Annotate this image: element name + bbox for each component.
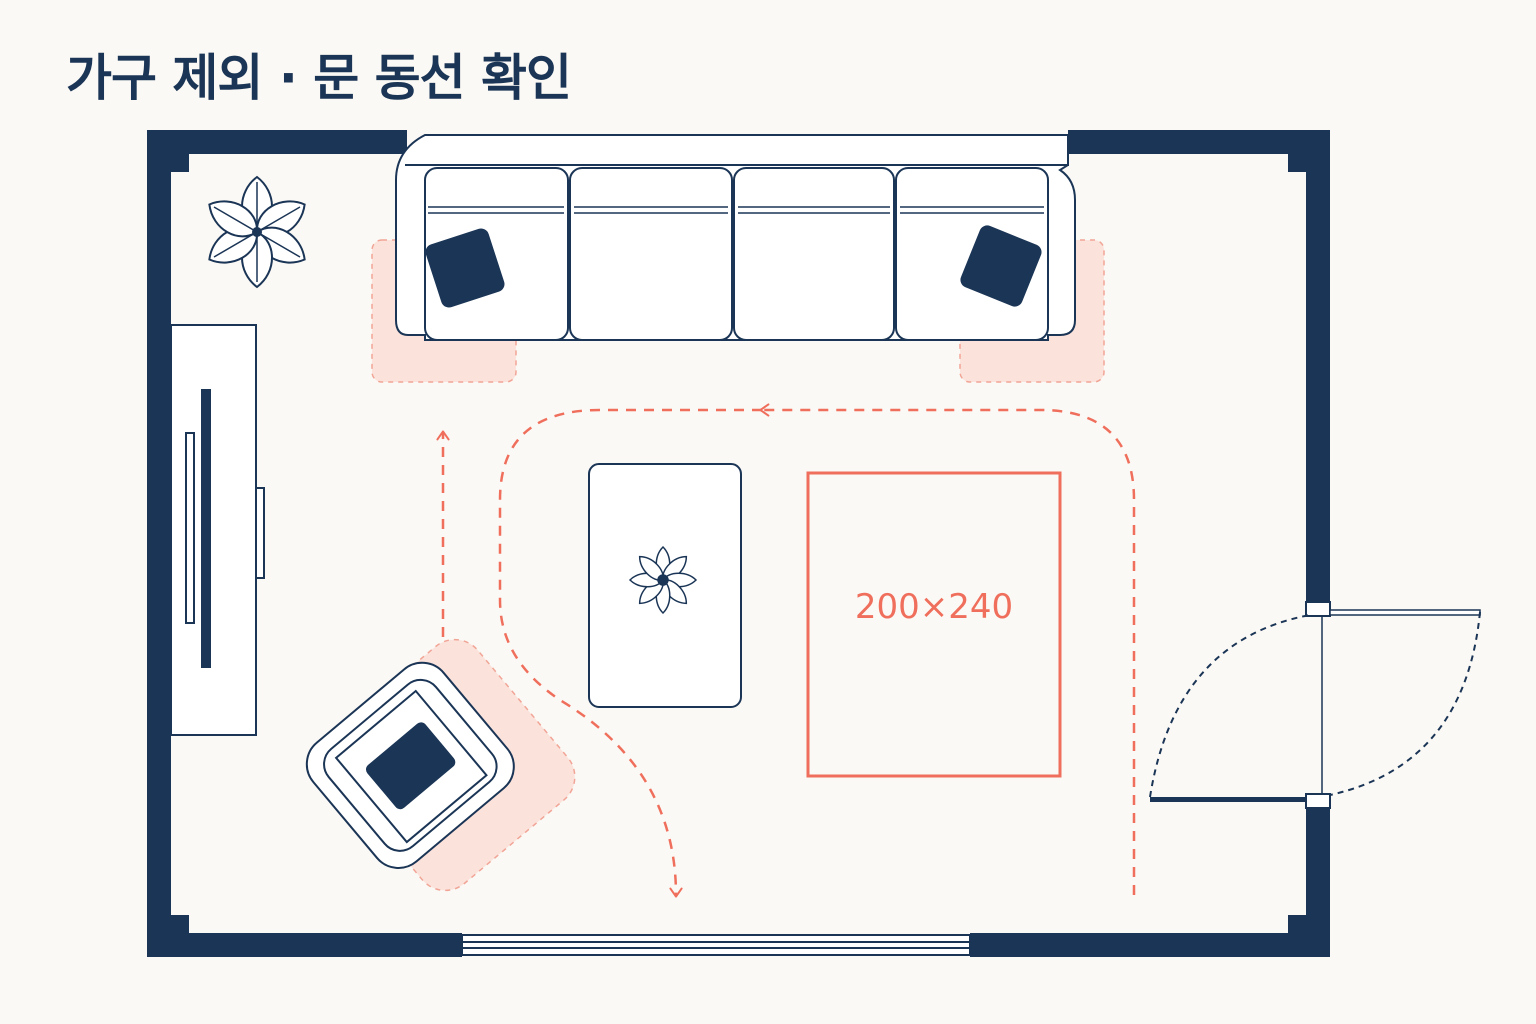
- plant-icon: [208, 175, 306, 289]
- armchair-pillow: [365, 722, 456, 810]
- wall-left: [147, 130, 171, 957]
- wall-right-upper: [1306, 130, 1330, 602]
- door-swing-arc-inner: [1149, 614, 1311, 798]
- page-title: 가구 제외 · 문 동선 확인: [66, 49, 572, 107]
- sofa-backrest: [405, 134, 1069, 166]
- wall-top-right: [1068, 130, 1330, 154]
- wall-right-lower: [1306, 808, 1330, 957]
- tv-screen: [201, 389, 211, 668]
- pillow-right: [960, 225, 1042, 307]
- door-swing-arc-outer: [1329, 611, 1481, 796]
- rug: 200×240: [806, 471, 1062, 778]
- window: [461, 934, 971, 956]
- wall-top-left: [147, 130, 407, 154]
- tv-remote: [255, 487, 265, 579]
- tv-unit: [170, 324, 265, 736]
- flower-icon: [628, 545, 698, 615]
- armchair: [305, 661, 515, 869]
- sofa: [395, 134, 1076, 341]
- tv: [185, 432, 195, 624]
- tv-stand: [170, 324, 257, 736]
- door-leaf-outer: [1329, 609, 1481, 616]
- walls: [147, 130, 1330, 957]
- door: [1149, 601, 1481, 809]
- path-door-loop: [759, 403, 1136, 895]
- path-main-curve: [498, 408, 762, 898]
- wall-bottom-left: [147, 933, 462, 957]
- sofa-seat-3: [733, 167, 895, 341]
- pillow-left: [425, 228, 505, 308]
- door-jamb-bottom: [1305, 793, 1331, 809]
- door-jamb-top: [1305, 601, 1331, 617]
- wall-bottom-right: [970, 933, 1330, 957]
- coffee-table: [588, 463, 742, 708]
- rug-size-label: 200×240: [855, 587, 1013, 627]
- circulation-paths: [436, 403, 1136, 898]
- door-leaf-inner: [1150, 797, 1306, 802]
- sofa-seat-2: [569, 167, 733, 341]
